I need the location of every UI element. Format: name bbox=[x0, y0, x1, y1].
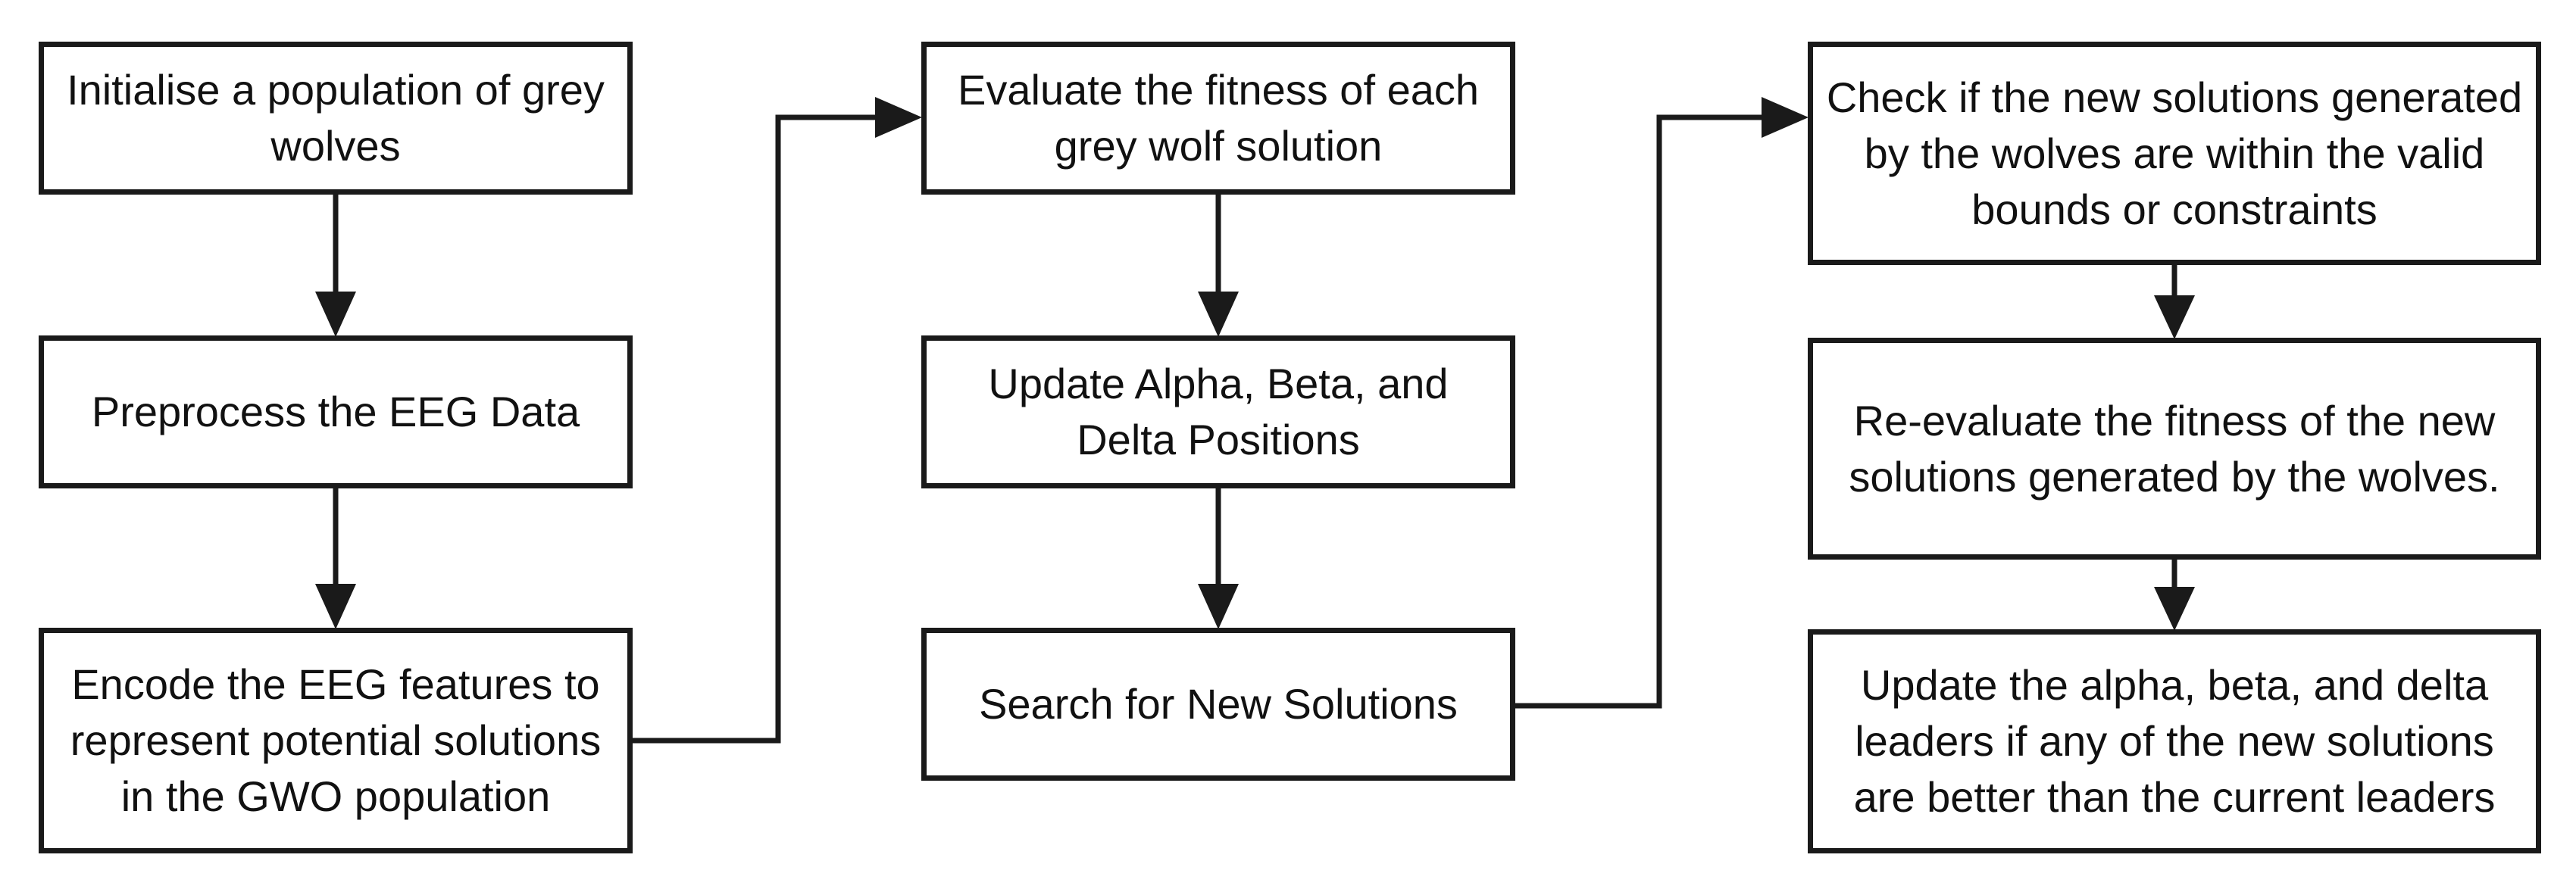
step-search-solutions: Search for New Solutions bbox=[921, 628, 1515, 781]
step-update-positions: Update Alpha, Beta, and Delta Positions bbox=[921, 335, 1515, 488]
step-label: Preprocess the EEG Data bbox=[91, 388, 580, 435]
step-label: Initialise a population of grey wolves bbox=[67, 66, 605, 170]
step-reevaluate-fitness: Re-evaluate the fitness of the new solut… bbox=[1808, 338, 2541, 560]
step-label: Update the alpha, beta, and delta leader… bbox=[1853, 661, 2496, 821]
step-check-bounds: Check if the new solutions generated by … bbox=[1808, 42, 2541, 265]
step-label: Update Alpha, Beta, and Delta Positions bbox=[988, 360, 1449, 463]
step-encode-features: Encode the EEG features to represent pot… bbox=[39, 628, 633, 853]
arrowhead-check-to-reevaluate bbox=[2154, 295, 2195, 339]
arrowhead-search-to-check bbox=[1762, 97, 1809, 138]
step-label: Check if the new solutions generated by … bbox=[1826, 73, 2523, 233]
arrowhead-init-to-preprocess bbox=[315, 292, 356, 337]
step-evaluate-fitness: Evaluate the fitness of each grey wolf s… bbox=[921, 42, 1515, 195]
step-label: Encode the EEG features to represent pot… bbox=[70, 660, 602, 820]
arrowhead-encode-to-evaluate bbox=[875, 97, 922, 138]
step-label: Search for New Solutions bbox=[979, 680, 1458, 728]
arrow-encode-to-evaluate bbox=[633, 114, 879, 744]
step-label: Re-evaluate the fitness of the new solut… bbox=[1849, 396, 2500, 501]
arrowhead-update-to-search bbox=[1198, 584, 1239, 629]
step-update-leaders: Update the alpha, beta, and delta leader… bbox=[1808, 629, 2541, 853]
step-label: Evaluate the fitness of each grey wolf s… bbox=[958, 66, 1479, 170]
arrowhead-evaluate-to-update bbox=[1198, 292, 1239, 337]
step-preprocess-eeg: Preprocess the EEG Data bbox=[39, 335, 633, 488]
arrowhead-preprocess-to-encode bbox=[315, 584, 356, 629]
arrowhead-reevaluate-to-update-leaders bbox=[2154, 587, 2195, 631]
arrow-search-to-check bbox=[1515, 114, 1765, 709]
step-initialise-population: Initialise a population of grey wolves bbox=[39, 42, 633, 195]
